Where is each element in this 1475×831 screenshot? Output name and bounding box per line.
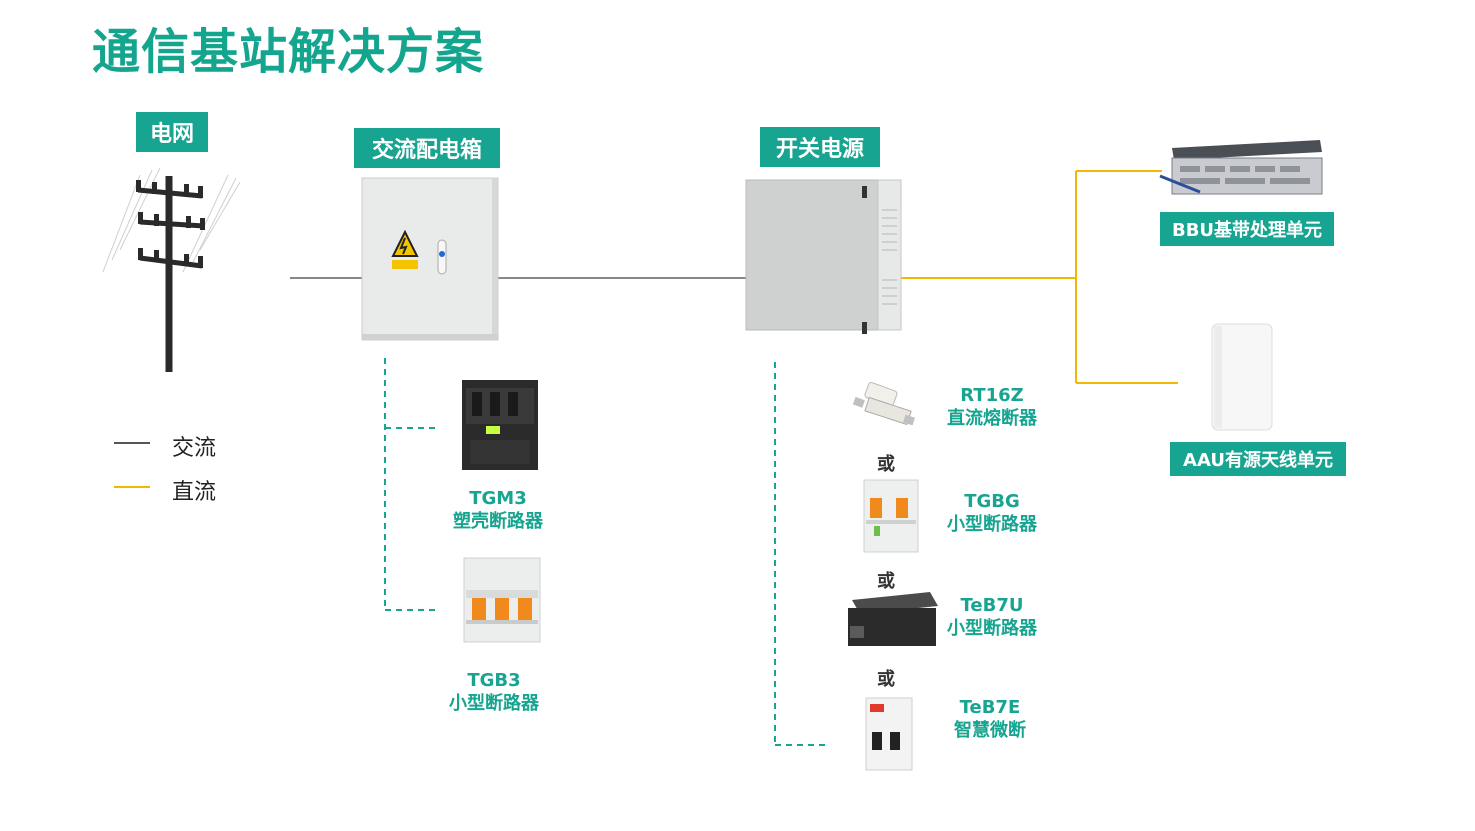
legend-ac-label: 交流 <box>172 436 217 461</box>
tgb3-name: 小型断路器 <box>449 693 539 714</box>
teb7u-breaker-icon <box>848 592 938 646</box>
page-title: 通信基站解决方案 <box>92 24 485 80</box>
bbu-tag: BBU基带处理单元 <box>1160 212 1334 246</box>
tgb3-label: TGB3 小型断路器 <box>436 669 552 715</box>
or-text-1: 或 <box>877 454 895 475</box>
switching-power-cabinet-icon <box>745 179 902 334</box>
teb7u-name: 小型断路器 <box>947 618 1037 639</box>
teb7e-breaker-icon <box>865 697 913 771</box>
dc-branch-dashes <box>774 362 828 746</box>
or-text-3: 或 <box>877 669 895 690</box>
tgb3-model: TGB3 <box>467 670 521 691</box>
tgm3-model: TGM3 <box>469 488 527 509</box>
or-text-2: 或 <box>877 571 895 592</box>
tgbg-name: 小型断路器 <box>947 514 1037 535</box>
teb7u-label: TeB7U 小型断路器 <box>934 594 1050 640</box>
ac-distribution-box-icon <box>361 177 499 341</box>
tgm3-label: TGM3 塑壳断路器 <box>440 487 556 533</box>
rt16z-label: RT16Z 直流熔断器 <box>934 384 1050 430</box>
grid-tag: 电网 <box>136 112 208 152</box>
tgm3-name: 塑壳断路器 <box>453 511 543 532</box>
teb7u-model: TeB7U <box>960 595 1024 616</box>
teb7e-label: TeB7E 智慧微断 <box>932 696 1048 742</box>
aau-tag: AAU有源天线单元 <box>1170 442 1346 476</box>
tgm3-breaker-icon <box>462 380 538 470</box>
rt16z-name: 直流熔断器 <box>947 408 1037 429</box>
tgbg-breaker-icon <box>863 479 919 553</box>
utility-pole-icon <box>102 167 241 372</box>
rt16z-fuse-icon <box>852 382 915 426</box>
ac-branch-dashes <box>384 358 440 611</box>
legend-dc-label: 直流 <box>172 480 217 505</box>
tgbg-model: TGBG <box>964 491 1020 512</box>
switch-power-tag: 开关电源 <box>760 127 880 167</box>
tgbg-label: TGBG 小型断路器 <box>934 490 1050 536</box>
tgb3-breaker-icon <box>463 557 541 643</box>
aau-unit-icon <box>1211 323 1273 431</box>
teb7e-name: 智慧微断 <box>954 720 1026 741</box>
bbu-unit-icon <box>1159 140 1323 195</box>
rt16z-model: RT16Z <box>960 385 1024 406</box>
teb7e-model: TeB7E <box>959 697 1021 718</box>
ac-box-tag: 交流配电箱 <box>354 128 500 168</box>
